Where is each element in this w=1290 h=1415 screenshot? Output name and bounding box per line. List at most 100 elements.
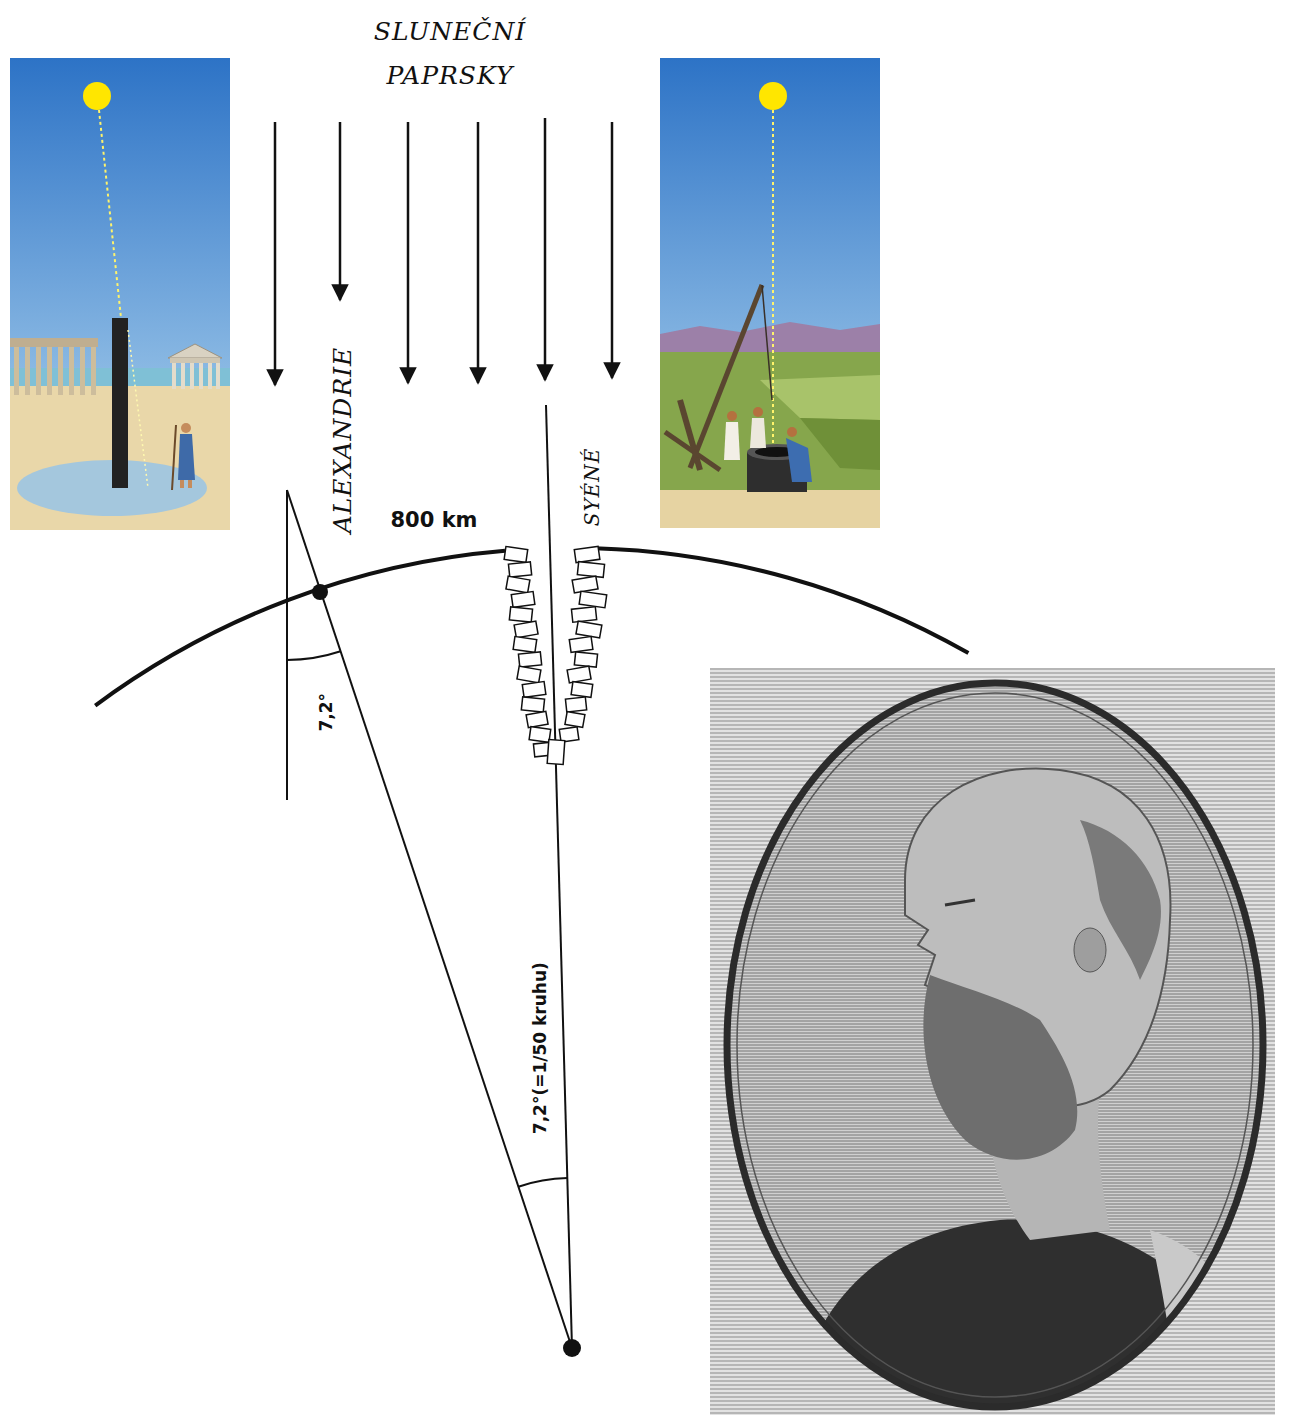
distance-label: 800 km xyxy=(389,508,480,533)
city-label: ALEXANDRIE xyxy=(328,345,358,536)
sun-rays xyxy=(339,122,342,300)
portrait xyxy=(945,900,975,905)
man-figure xyxy=(178,434,195,480)
geometry-lines xyxy=(287,405,572,1348)
portrait xyxy=(710,668,1275,1415)
syene-picture xyxy=(660,58,880,528)
alexandria-picture xyxy=(128,330,148,488)
geometry-lines xyxy=(546,405,572,1348)
well-shaft xyxy=(574,546,600,562)
portrait xyxy=(720,680,1270,1410)
alexandria-picture xyxy=(170,358,220,363)
well-shaft xyxy=(521,697,544,712)
portrait xyxy=(727,683,1263,1407)
worker-figures xyxy=(787,427,797,437)
well-shaft xyxy=(565,697,586,712)
well-shaft xyxy=(529,727,551,743)
well-shaft xyxy=(547,739,565,764)
alexandria-picture xyxy=(69,347,74,395)
alexandria-picture xyxy=(10,58,230,530)
well-shaft xyxy=(526,711,548,727)
well-shaft xyxy=(518,652,541,667)
syene-picture xyxy=(800,418,880,470)
well-shaft xyxy=(579,591,607,607)
well-shaft xyxy=(571,607,596,622)
sun-rays xyxy=(275,118,612,385)
alexandria-picture xyxy=(14,347,96,395)
syene-picture xyxy=(762,285,772,400)
syene-picture xyxy=(760,375,880,420)
well-shaft xyxy=(508,562,531,577)
worker-figures xyxy=(724,407,812,482)
angle-label: 7,2°(=1/50 kruhu) xyxy=(530,960,550,1136)
sun-rays xyxy=(544,118,547,380)
well-shaft xyxy=(577,562,604,578)
well-shaft xyxy=(572,576,598,593)
well-shaft xyxy=(569,637,593,653)
geometry-lines xyxy=(287,651,341,660)
portrait xyxy=(710,668,1275,1415)
alexandria-picture xyxy=(208,363,212,389)
syene-picture xyxy=(660,58,880,528)
syene-picture xyxy=(680,400,700,470)
well-shaft xyxy=(517,666,541,683)
man-figure xyxy=(172,423,195,490)
portrait xyxy=(790,1220,1270,1410)
geometry-lines xyxy=(518,1178,567,1187)
well-shaft xyxy=(504,546,607,764)
portrait xyxy=(737,693,1253,1397)
man-figure xyxy=(180,480,184,488)
geometry-lines xyxy=(287,490,572,1348)
well-shaft xyxy=(565,712,585,728)
city-label: SYÉNÉ xyxy=(580,446,604,529)
well-shaft xyxy=(567,666,591,683)
well-shaft xyxy=(571,682,593,698)
sun-rays xyxy=(274,122,277,385)
alexandria-picture xyxy=(172,363,176,389)
alexandria-picture xyxy=(36,347,41,395)
portrait xyxy=(1074,928,1106,972)
alexandria-picture xyxy=(199,363,203,389)
well-shaft xyxy=(574,652,597,667)
well-shaft xyxy=(504,547,528,563)
alexandria-picture xyxy=(168,344,222,358)
alexandria-picture xyxy=(83,82,111,110)
alexandria-picture xyxy=(80,347,85,395)
well-shaft xyxy=(511,592,535,608)
portrait xyxy=(923,975,1077,1160)
man-figure xyxy=(188,480,192,488)
alexandria-picture xyxy=(99,110,121,318)
well-shaft xyxy=(513,637,537,653)
earth-centre xyxy=(563,1339,581,1357)
rays-label: SLUNEČNÍ PAPRSKY xyxy=(348,10,552,98)
alexandria-picture xyxy=(190,363,194,389)
syene-picture xyxy=(660,322,880,352)
well-shaft xyxy=(509,607,532,622)
syene-picture xyxy=(772,110,774,452)
alexandria-picture xyxy=(10,338,98,347)
worker-figures xyxy=(750,418,766,448)
worker-figures xyxy=(786,438,812,482)
alexandria-picture xyxy=(14,347,19,395)
portrait xyxy=(720,680,1270,1410)
worker-figures xyxy=(727,411,737,421)
sun-rays xyxy=(477,122,480,383)
alexandria-picture xyxy=(58,347,63,395)
alexandria-picture xyxy=(10,58,230,530)
well-shaft xyxy=(514,621,538,638)
alexandria-picture xyxy=(216,363,220,389)
sun-rays xyxy=(611,122,614,378)
well-shaft xyxy=(522,682,546,698)
well-shaft xyxy=(506,576,530,593)
alexandria-picture xyxy=(112,318,128,488)
alexandria-picture xyxy=(172,363,220,389)
alexandria-picture xyxy=(47,347,52,395)
syene-picture xyxy=(665,432,720,470)
earth-arc xyxy=(95,551,505,706)
alexandria-picture xyxy=(25,347,30,395)
man-figure xyxy=(181,423,191,433)
sun-rays xyxy=(407,122,410,383)
